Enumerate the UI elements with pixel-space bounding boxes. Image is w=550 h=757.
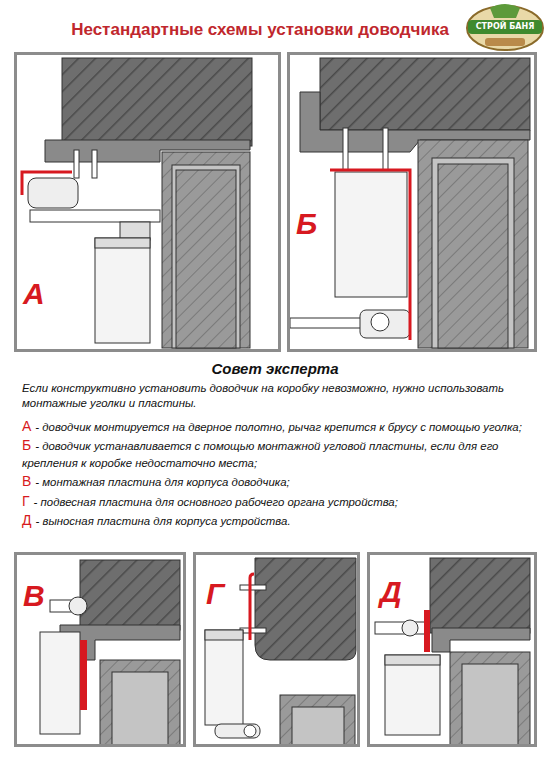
expert-tips: Совет экспертаЕсли конструктивно установ… xyxy=(22,360,528,532)
panel-letter: В xyxy=(23,579,45,613)
logo-text: СТРОЙ БАНЯ xyxy=(470,22,540,31)
panel-letter: Д xyxy=(380,575,402,609)
tip-item: Г - подвесная пластина для основного рабо… xyxy=(22,493,528,511)
tip-letter: Д xyxy=(22,512,31,528)
tip-letter: А xyxy=(22,418,31,434)
tip-item: В - монтажная пластина для корпуса доводч… xyxy=(22,473,528,491)
scheme-panel: Г xyxy=(193,552,360,747)
tip-item: А - доводчик монтируется на дверное полот… xyxy=(22,418,528,436)
tip-text: - доводчик устанавливается с помощью мон… xyxy=(22,440,498,469)
tip-text: - выносная пластина для корпуса устройст… xyxy=(35,515,290,527)
tips-heading: Совет эксперта xyxy=(22,360,528,377)
tip-text: - доводчик монтируется на дверное полотн… xyxy=(35,421,521,433)
tip-letter: Г xyxy=(22,493,30,509)
scheme-panel: В xyxy=(14,552,186,747)
tip-letter: Б xyxy=(22,437,31,453)
panel-letter: Б xyxy=(296,207,317,241)
tip-letter: В xyxy=(22,473,31,489)
scheme-panel: А xyxy=(14,52,281,352)
panel-letter: Г xyxy=(206,577,224,611)
panel-letter: А xyxy=(23,277,45,311)
tip-text: - подвесная пластина для основного рабоч… xyxy=(34,496,398,508)
tips-paragraph: Если конструктивно установить доводчик н… xyxy=(22,381,528,412)
tip-item: Д - выносная пластина для корпуса устройс… xyxy=(22,512,528,530)
tip-text: - монтажная пластина для корпуса доводчи… xyxy=(35,476,289,488)
page-title: Нестандартные схемы установки доводчика xyxy=(40,20,480,40)
tip-item: Б- доводчик устанавливается с помощью мо… xyxy=(22,437,528,471)
scheme-panel: Б xyxy=(287,52,537,352)
scheme-panel: Д xyxy=(367,552,537,747)
